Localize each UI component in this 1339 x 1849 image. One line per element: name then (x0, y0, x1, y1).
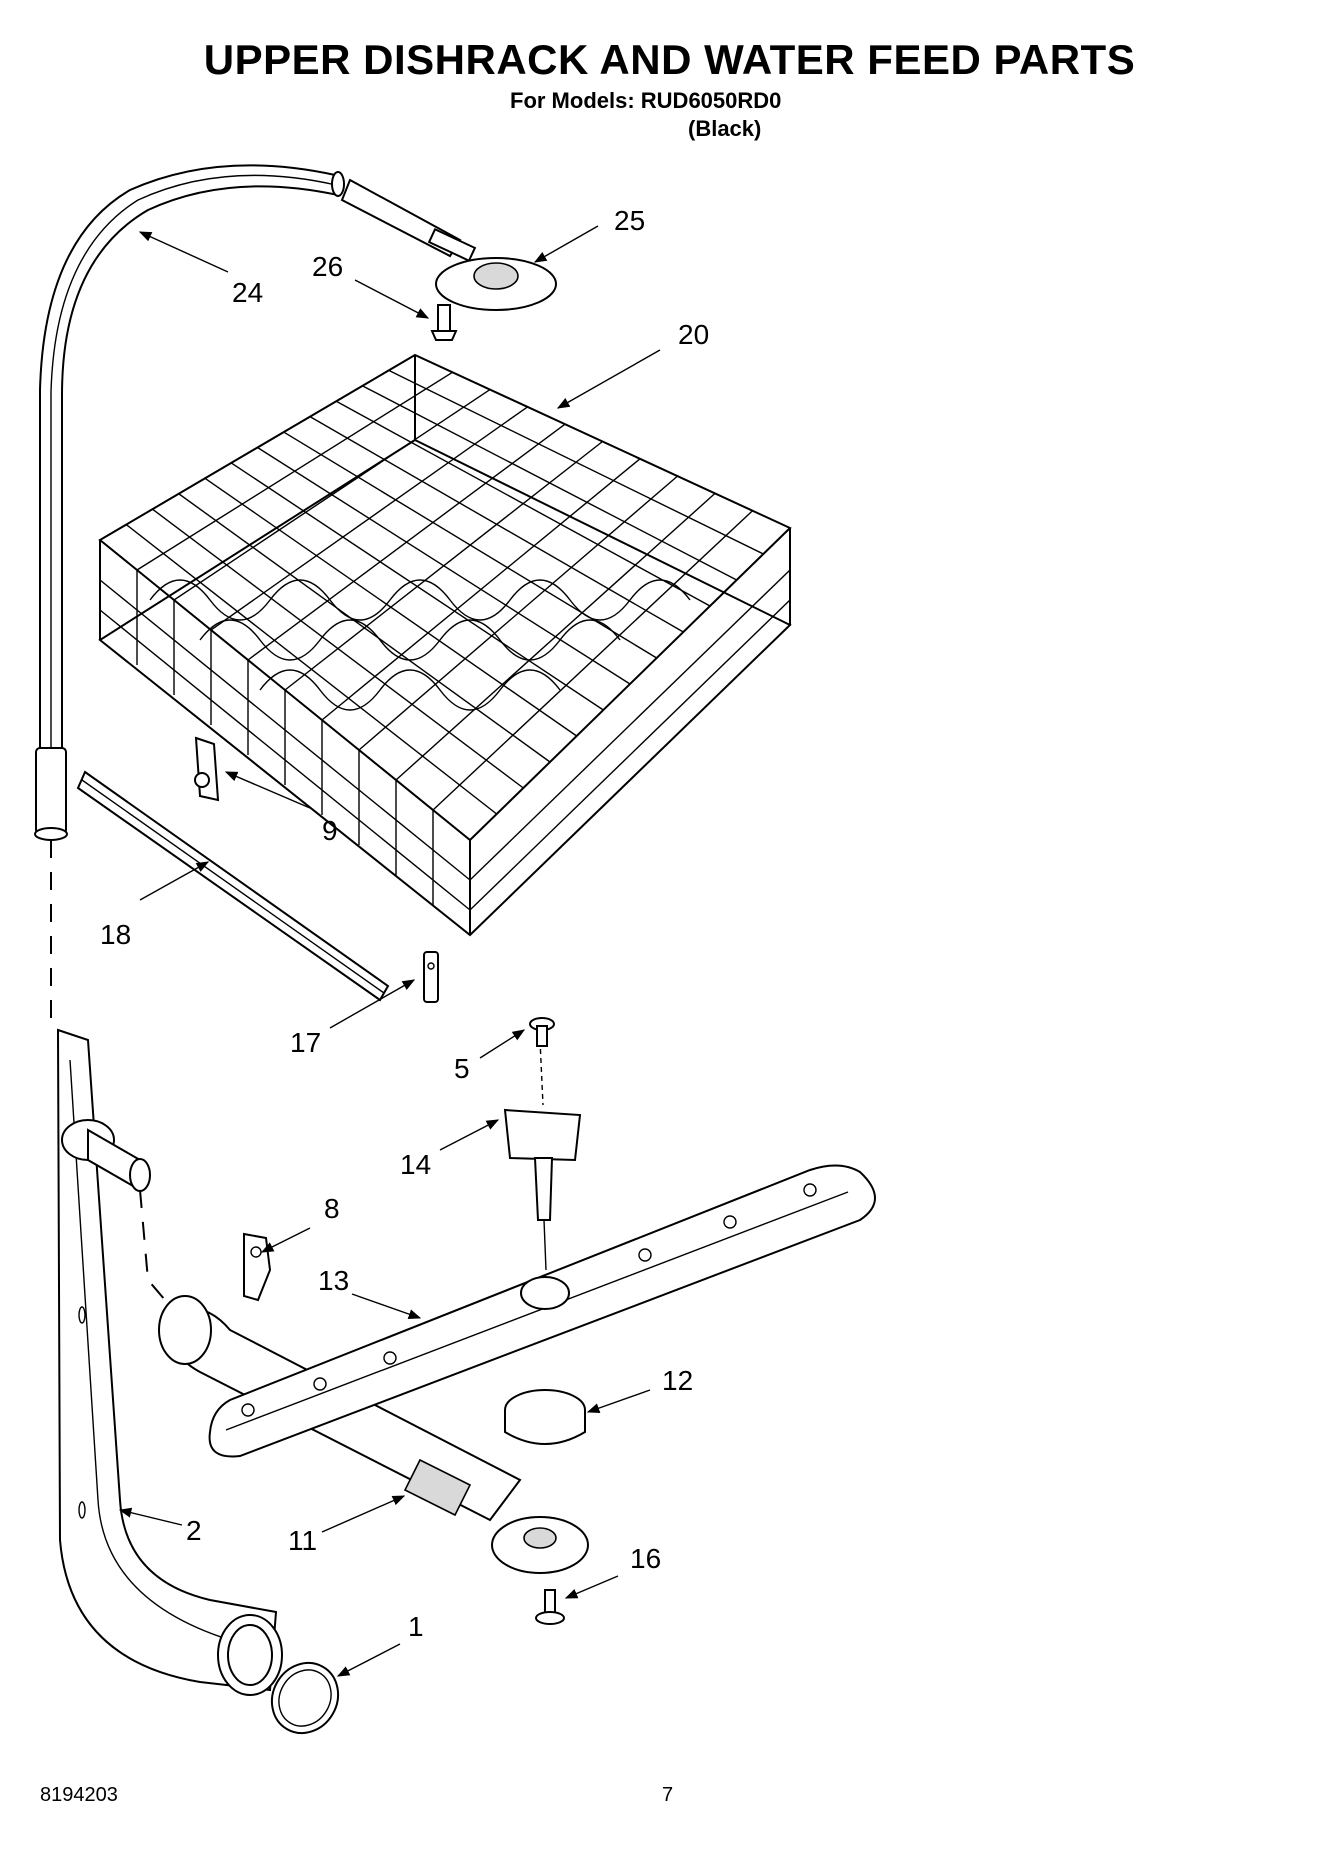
bearing-ring-part-12 (504, 1389, 586, 1445)
callout-26: 26 (312, 251, 343, 282)
callout-11: 11 (288, 1525, 317, 1556)
spray-nozzle-part-25 (340, 178, 557, 311)
leader-lines (118, 225, 661, 1677)
feed-tube-part-2 (56, 1028, 283, 1696)
callout-12: 12 (662, 1365, 693, 1396)
page-number: 7 (662, 1784, 674, 1806)
callout-17: 17 (290, 1027, 321, 1058)
color-line: (Black) (688, 116, 762, 141)
stop-clip-part-17 (423, 951, 439, 1003)
rack-clip-part-9 (194, 736, 220, 802)
screw-part-5 (529, 1017, 555, 1047)
document-number: 8194203 (40, 1784, 118, 1806)
callout-24: 24 (232, 277, 263, 308)
callout-18: 18 (100, 919, 131, 950)
callout-25: 25 (614, 205, 645, 236)
callout-9: 9 (322, 815, 338, 846)
callout-20: 20 (678, 319, 709, 350)
bracket-part-8 (243, 1232, 272, 1302)
spray-arm-part-13 (208, 1164, 876, 1458)
hub-clip-part-14 (503, 1039, 582, 1271)
page-title: UPPER DISHRACK AND WATER FEED PARTS (203, 36, 1136, 83)
o-ring-part-1 (270, 1661, 340, 1735)
callout-2: 2 (186, 1515, 202, 1546)
screw-part-26 (430, 304, 458, 341)
callout-16: 16 (630, 1543, 661, 1574)
callout-5: 5 (454, 1053, 470, 1084)
dishrack-part-20 (98, 353, 792, 937)
callout-13: 13 (318, 1265, 349, 1296)
feed-connection-line (139, 1189, 166, 1301)
callout-1: 1 (408, 1611, 424, 1642)
screw-part-16 (535, 1589, 565, 1625)
models-line: For Models: RUD6050RD0 (510, 88, 782, 113)
supply-tube-part-24 (34, 164, 345, 841)
callout-8: 8 (324, 1193, 340, 1224)
callout-14: 14 (400, 1149, 431, 1180)
